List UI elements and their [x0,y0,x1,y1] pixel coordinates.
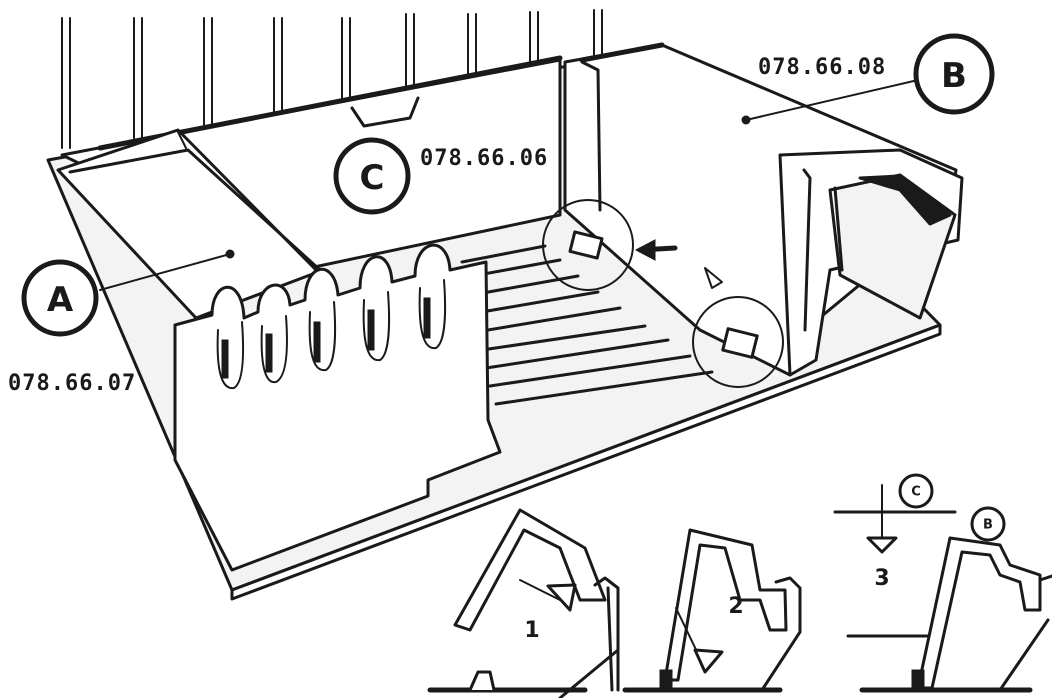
step-2-number: 2 [728,594,743,619]
step-3-number: 3 [874,566,889,591]
comb-slot-shadows [221,297,431,379]
assembly-step-1: 1 [427,508,620,698]
step-3-label-b: B [983,518,993,533]
assembly-step-2: 2 [622,528,802,693]
callout-b-letter: B [941,56,967,96]
step-3-label-c: C [911,485,921,500]
part-number-b: 078.66.08 [758,55,886,80]
part-number-c: 078.66.06 [420,146,548,171]
callout-a: A 078.66.07 [8,259,136,396]
part-number-a: 078.66.07 [8,371,136,396]
callout-c: C 078.66.06 [333,137,548,215]
callout-c-letter: C [360,158,385,198]
callout-a-letter: A [47,280,74,320]
tab-arrow [634,239,678,261]
callout-b: B 078.66.08 [758,33,995,115]
left-panel-part-a [56,128,322,320]
tunnel-part-b [542,42,964,388]
step-1-number: 1 [524,618,539,643]
front-comb-panel [173,243,502,572]
assembly-step-3: 3 C B [833,473,1052,693]
comb-slots [216,279,447,390]
leader-lines [99,79,919,291]
